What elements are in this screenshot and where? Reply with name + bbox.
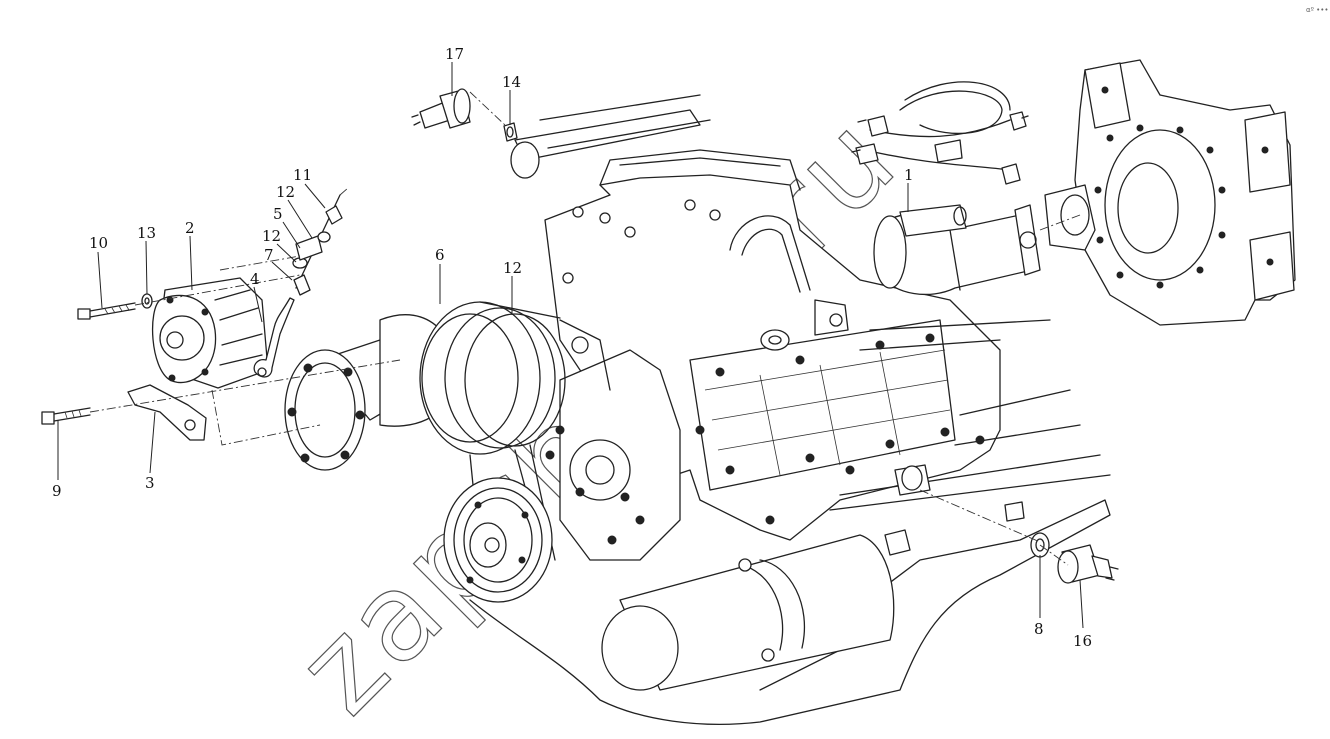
- callout-2: 2: [185, 219, 195, 237]
- fan-pulley-assembly: [284, 301, 611, 603]
- adjusting-link: [253, 297, 295, 378]
- assembly-lines: [89, 91, 1081, 566]
- callout-13: 13: [137, 224, 156, 242]
- bolt-10: [77, 302, 136, 320]
- callout-labels: 17 14 11 12 5 12 7 10 13 2 4 6 12 1 9 3 …: [52, 45, 1092, 650]
- callout-6: 6: [435, 246, 445, 264]
- stud-and-nuts: [292, 194, 343, 296]
- callout-3: 3: [145, 474, 155, 492]
- oil-pressure-sender-16: [1057, 544, 1119, 584]
- starter-motor: [873, 204, 1041, 296]
- callout-1: 1: [904, 166, 914, 184]
- flywheel-housing: [1044, 59, 1296, 326]
- callout-9: 9: [52, 482, 62, 500]
- callout-17: 17: [445, 45, 464, 63]
- bolt-9: [41, 407, 91, 425]
- callout-11: 11: [293, 166, 312, 184]
- callout-10: 10: [89, 234, 108, 252]
- alternator-bracket: [127, 384, 207, 441]
- callout-14: 14: [502, 73, 521, 91]
- alternator: [151, 277, 269, 389]
- washer-14: [503, 122, 518, 142]
- leader-lines: [57, 62, 1084, 629]
- callout-12-top: 12: [276, 183, 295, 201]
- callout-12-mid: 12: [262, 227, 281, 245]
- callout-7: 7: [264, 246, 274, 264]
- engine-block: [469, 94, 1111, 726]
- washer-13: [141, 293, 153, 309]
- temperature-sender-17: [411, 88, 471, 129]
- corner-mark: αº •••: [1306, 6, 1329, 14]
- callout-12-center: 12: [503, 259, 522, 277]
- callout-16: 16: [1073, 632, 1092, 650]
- callout-8: 8: [1034, 620, 1044, 638]
- oil-filter: [601, 534, 895, 691]
- starter-cable-harness: [851, 81, 1029, 185]
- callout-4: 4: [250, 270, 260, 288]
- callout-5: 5: [273, 205, 283, 223]
